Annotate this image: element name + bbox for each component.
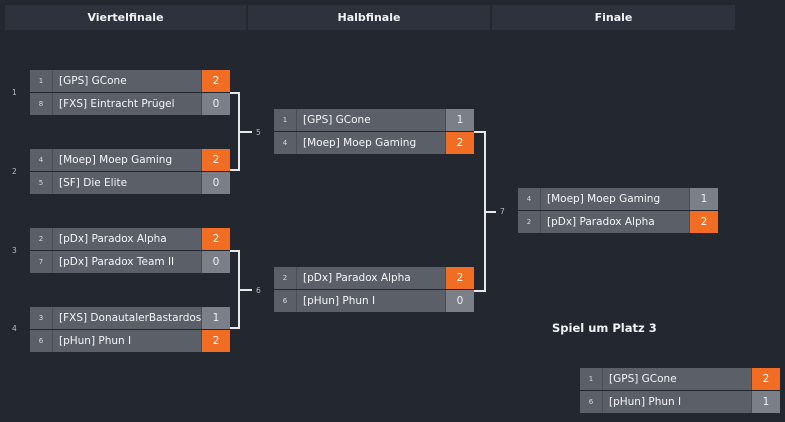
match-third-place[interactable]: 1 [GPS] GCone 2 6 [pHun] Phun I 1	[580, 368, 780, 414]
seed: 6	[580, 391, 602, 413]
bracket-connector-stub-5	[240, 131, 252, 133]
team-name: [pDx] Paradox Team II	[52, 251, 201, 273]
team-name: [GPS] GCone	[52, 70, 201, 92]
team-row[interactable]: 6 [pHun] Phun I 1	[580, 391, 780, 413]
team-name: [FXS] Eintracht Prügel	[52, 93, 201, 115]
score: 0	[201, 172, 230, 194]
team-name: [pHun] Phun I	[602, 391, 751, 413]
team-row[interactable]: 5 [SF] Die Elite 0	[30, 172, 230, 194]
team-row[interactable]: 1 [GPS] GCone 2	[30, 70, 230, 92]
seed: 4	[274, 132, 296, 154]
team-row[interactable]: 6 [pHun] Phun I 2	[30, 330, 230, 352]
team-name: [pDx] Paradox Alpha	[540, 211, 689, 233]
seed: 2	[518, 211, 540, 233]
score: 0	[201, 251, 230, 273]
team-row[interactable]: 4 [Moep] Moep Gaming 1	[518, 188, 718, 210]
round-header-halbfinale: Halbfinale	[248, 5, 490, 30]
match-7[interactable]: 4 [Moep] Moep Gaming 1 2 [pDx] Paradox A…	[518, 188, 718, 234]
match-6[interactable]: 2 [pDx] Paradox Alpha 2 6 [pHun] Phun I …	[274, 267, 474, 313]
team-name: [Moep] Moep Gaming	[52, 149, 201, 171]
match-number-7: 7	[500, 207, 505, 216]
bracket-connector-stub-7	[486, 211, 496, 213]
score: 2	[445, 132, 474, 154]
score: 2	[751, 368, 780, 390]
seed: 1	[580, 368, 602, 390]
seed: 4	[30, 149, 52, 171]
team-name: [Moep] Moep Gaming	[296, 132, 445, 154]
team-row[interactable]: 2 [pDx] Paradox Alpha 2	[518, 211, 718, 233]
team-name: [pHun] Phun I	[52, 330, 201, 352]
third-place-title: Spiel um Platz 3	[552, 321, 657, 335]
match-number-3: 3	[12, 246, 17, 255]
team-name: [pHun] Phun I	[296, 290, 445, 312]
round-header-finale: Finale	[492, 5, 735, 30]
seed: 2	[274, 267, 296, 289]
match-number-4: 4	[12, 324, 17, 333]
bracket-connector-stub-6	[240, 289, 252, 291]
match-number-1: 1	[12, 88, 17, 97]
match-number-5: 5	[256, 128, 261, 137]
team-row[interactable]: 2 [pDx] Paradox Alpha 2	[274, 267, 474, 289]
match-3[interactable]: 2 [pDx] Paradox Alpha 2 7 [pDx] Paradox …	[30, 228, 230, 274]
seed: 6	[30, 330, 52, 352]
match-5[interactable]: 1 [GPS] GCone 1 4 [Moep] Moep Gaming 2	[274, 109, 474, 155]
score: 0	[445, 290, 474, 312]
team-name: [GPS] GCone	[296, 109, 445, 131]
score: 2	[445, 267, 474, 289]
match-number-6: 6	[256, 286, 261, 295]
team-name: [GPS] GCone	[602, 368, 751, 390]
match-2[interactable]: 4 [Moep] Moep Gaming 2 5 [SF] Die Elite …	[30, 149, 230, 195]
bracket-connector-5-6	[474, 131, 486, 292]
round-header-viertelfinale: Viertelfinale	[5, 5, 246, 30]
match-1[interactable]: 1 [GPS] GCone 2 8 [FXS] Eintracht Prügel…	[30, 70, 230, 116]
team-name: [pDx] Paradox Alpha	[52, 228, 201, 250]
team-row[interactable]: 6 [pHun] Phun I 0	[274, 290, 474, 312]
seed: 3	[30, 307, 52, 329]
score: 1	[751, 391, 780, 413]
team-row[interactable]: 4 [Moep] Moep Gaming 2	[30, 149, 230, 171]
score: 1	[201, 307, 230, 329]
match-number-2: 2	[12, 167, 17, 176]
team-name: [pDx] Paradox Alpha	[296, 267, 445, 289]
team-name: [FXS] DonautalerBastardos	[52, 307, 201, 329]
team-row[interactable]: 2 [pDx] Paradox Alpha 2	[30, 228, 230, 250]
team-row[interactable]: 7 [pDx] Paradox Team II 0	[30, 251, 230, 273]
score: 2	[201, 228, 230, 250]
team-row[interactable]: 3 [FXS] DonautalerBastardos 1	[30, 307, 230, 329]
team-name: [SF] Die Elite	[52, 172, 201, 194]
score: 2	[201, 330, 230, 352]
seed: 5	[30, 172, 52, 194]
seed: 8	[30, 93, 52, 115]
match-4[interactable]: 3 [FXS] DonautalerBastardos 1 6 [pHun] P…	[30, 307, 230, 353]
bracket-connector-1-2	[230, 92, 240, 171]
team-row[interactable]: 1 [GPS] GCone 2	[580, 368, 780, 390]
team-row[interactable]: 1 [GPS] GCone 1	[274, 109, 474, 131]
seed: 6	[274, 290, 296, 312]
seed: 1	[30, 70, 52, 92]
score: 2	[201, 149, 230, 171]
seed: 7	[30, 251, 52, 273]
seed: 2	[30, 228, 52, 250]
seed: 1	[274, 109, 296, 131]
seed: 4	[518, 188, 540, 210]
score: 2	[201, 70, 230, 92]
score: 2	[689, 211, 718, 233]
score: 1	[689, 188, 718, 210]
bracket-connector-3-4	[230, 250, 240, 329]
score: 1	[445, 109, 474, 131]
score: 0	[201, 93, 230, 115]
team-row[interactable]: 4 [Moep] Moep Gaming 2	[274, 132, 474, 154]
team-row[interactable]: 8 [FXS] Eintracht Prügel 0	[30, 93, 230, 115]
team-name: [Moep] Moep Gaming	[540, 188, 689, 210]
